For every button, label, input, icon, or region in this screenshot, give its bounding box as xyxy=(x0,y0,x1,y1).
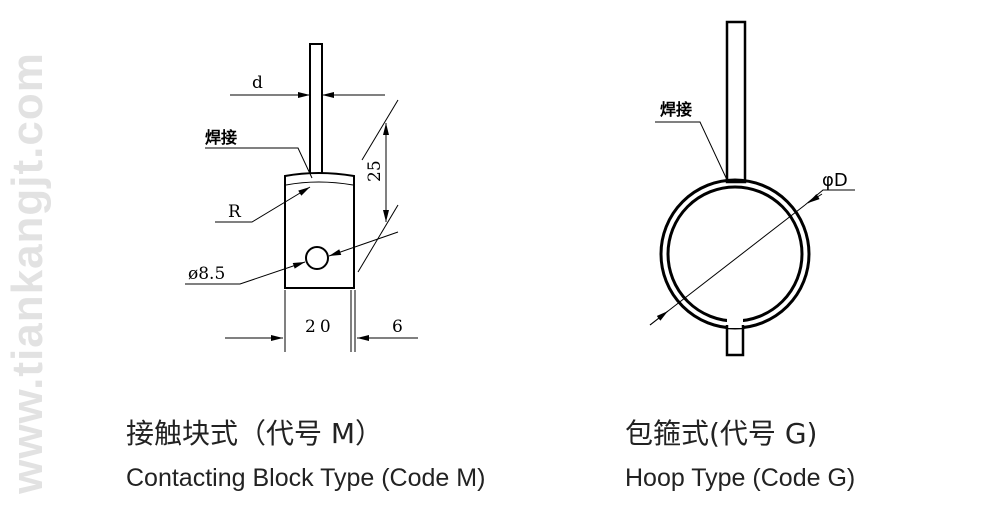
hoop-drawing xyxy=(649,20,855,357)
diameter-label: φD xyxy=(822,170,848,191)
mounting-hole xyxy=(305,246,329,270)
hoop-tab xyxy=(725,325,745,357)
height-dim-label: 25 xyxy=(365,160,385,182)
width-dim-label: 20 xyxy=(305,317,335,337)
stem xyxy=(725,20,747,184)
right-caption-cn: 包箍式(代号 G) xyxy=(625,417,818,450)
radius-label: R xyxy=(228,202,242,222)
left-caption-en: Contacting Block Type (Code M) xyxy=(126,464,486,492)
hoop-weld-label: 焊接 xyxy=(660,100,692,119)
dim-d-label: d xyxy=(252,73,263,93)
hoop-outer xyxy=(659,178,811,330)
rod xyxy=(309,43,323,179)
right-labels: 焊接 φD xyxy=(660,100,848,191)
contacting-block-drawing xyxy=(185,43,418,352)
left-caption-cn: 接触块式（代号 M） xyxy=(126,417,384,450)
right-caption-en: Hoop Type (Code G) xyxy=(625,464,856,492)
weld-label: 焊接 xyxy=(205,128,237,147)
hole-diameter-label: ø8.5 xyxy=(188,264,225,284)
left-labels: d 焊接 R ø8.5 25 20 6 xyxy=(188,73,403,337)
hoop-inner xyxy=(666,185,804,323)
contact-block xyxy=(284,172,355,289)
thickness-dim-label: 6 xyxy=(392,317,403,337)
